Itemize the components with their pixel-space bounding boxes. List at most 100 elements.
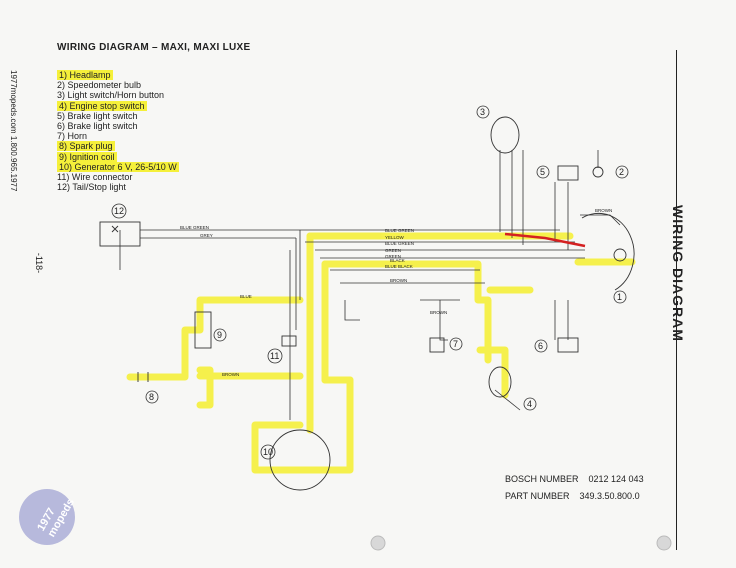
component-number-7: 7	[453, 339, 458, 349]
wire-label: YELLOW	[385, 235, 405, 240]
wire	[439, 300, 448, 341]
wire-label: BROWN	[595, 208, 612, 213]
bosch-label: BOSCH NUMBER	[505, 474, 579, 484]
headlamp-bulb	[613, 248, 627, 262]
brake-switch-5	[557, 165, 579, 181]
number-circle	[523, 397, 537, 411]
wire-label: BLUE BLACK	[385, 264, 413, 269]
legend-item: 4) Engine stop switch	[57, 100, 179, 111]
number-circle	[534, 339, 548, 353]
ignition-coil-body	[194, 311, 212, 349]
watermark-logo: 1977 mopeds	[19, 489, 77, 545]
component-number-1: 1	[617, 292, 622, 302]
tail-light-bulb	[111, 225, 119, 233]
legend-item-label: 5) Brake light switch	[57, 110, 138, 121]
component-number-3: 3	[480, 107, 485, 117]
legend-item-label: 4) Engine stop switch	[57, 100, 147, 111]
spark-plug	[137, 372, 149, 382]
component-number-5: 5	[540, 167, 545, 177]
bosch-number: BOSCH NUMBER 0212 124 043	[505, 474, 644, 484]
number-circle	[476, 105, 490, 119]
red-trace	[504, 232, 586, 248]
legend-item-label: 8) Spark plug	[57, 141, 115, 152]
legend-item-label: 12) Tail/Stop light	[57, 182, 126, 193]
wire-label: BLUE GREEN	[180, 225, 209, 230]
number-circle	[111, 203, 127, 219]
part-value: 349.3.50.800.0	[579, 491, 640, 501]
legend-item-label: 1) Headlamp	[57, 70, 113, 80]
light-switch-body	[490, 116, 520, 154]
component-number-8: 8	[149, 392, 154, 402]
number-circle	[615, 165, 629, 179]
component-numbers: 1 2 3 4 5 6 7 8 9 10 11 12	[111, 105, 629, 460]
highlight-trace	[126, 296, 304, 381]
part-label: PART NUMBER	[505, 491, 570, 501]
legend-item: 3) Light switch/Horn button	[57, 90, 179, 100]
wire-label: BLUE GREEN	[385, 241, 414, 246]
wire	[494, 389, 521, 411]
highlight-traces	[126, 232, 636, 474]
component-legend: 1) Headlamp 2) Speedometer bulb 3) Light…	[57, 70, 179, 192]
legend-item-label: 7) Horn	[57, 131, 88, 142]
legend-item: 2) Speedometer bulb	[57, 80, 179, 90]
wire-label: BROWN	[222, 372, 239, 377]
component-number-6: 6	[538, 341, 543, 351]
wire	[580, 214, 621, 226]
legend-item-label: 11) Wire connector	[57, 172, 133, 183]
wire-label: BROWN	[430, 310, 447, 315]
number-circle	[213, 328, 227, 342]
component-number-2: 2	[619, 167, 624, 177]
tail-light-body	[99, 221, 141, 247]
engine-stop-switch	[488, 366, 512, 398]
legend-item: 7) Horn	[57, 131, 179, 141]
number-circle	[536, 165, 550, 179]
legend-item: 12) Tail/Stop light	[57, 182, 179, 192]
component-number-12: 12	[114, 206, 124, 216]
component-number-11: 11	[270, 351, 279, 361]
legend-item: 6) Brake light switch	[57, 121, 179, 131]
bosch-value: 0212 124 043	[588, 474, 644, 484]
brake-switch-6	[557, 337, 579, 353]
legend-item: 5) Brake light switch	[57, 111, 179, 121]
wire-label: GREEN	[385, 254, 401, 259]
highlight-trace	[476, 346, 509, 399]
wire-connector	[281, 335, 297, 347]
component-number-10: 10	[263, 447, 273, 457]
legend-item-label: 6) Brake light switch	[57, 121, 138, 132]
punch-hole	[370, 535, 386, 551]
wire-label: GREEN	[385, 248, 401, 253]
speedometer-bulb	[592, 166, 604, 178]
number-circle	[613, 290, 627, 304]
part-number: PART NUMBER 349.3.50.800.0	[505, 491, 640, 501]
wire-label: BLUE GREEN	[385, 228, 414, 233]
wire-label: GREY	[200, 233, 213, 238]
headlamp-reflector	[581, 212, 635, 291]
number-circle	[260, 444, 276, 460]
punch-hole	[656, 535, 672, 551]
highlight-trace	[196, 366, 214, 409]
component-number-9: 9	[217, 330, 222, 340]
legend-item: 10) Generator 6 V, 26-5/10 W	[57, 161, 179, 172]
horn-body	[429, 337, 445, 353]
wires	[119, 150, 621, 420]
wire	[344, 300, 360, 321]
legend-item-label: 2) Speedometer bulb	[57, 80, 142, 91]
wire-label: BLUE	[240, 294, 252, 299]
highlight-trace	[251, 376, 354, 474]
legend-item: 1) Headlamp	[57, 70, 179, 80]
legend-item: 11) Wire connector	[57, 172, 179, 182]
wire-labels: BLUE GREEN GREY BLUE GREEN YELLOW BLUE G…	[180, 208, 612, 377]
legend-item-label: 9) Ignition coil	[57, 151, 117, 162]
legend-item: 9) Ignition coil	[57, 151, 179, 162]
component-number-4: 4	[527, 399, 532, 409]
generator-body	[269, 429, 331, 491]
number-circle	[449, 337, 463, 351]
margin-rule	[676, 50, 677, 550]
legend-item: 8) Spark plug	[57, 141, 179, 152]
legend-item-label: 10) Generator 6 V, 26-5/10 W	[57, 161, 179, 172]
legend-item-label: 3) Light switch/Horn button	[57, 90, 165, 101]
components	[99, 116, 635, 491]
number-circle	[267, 348, 283, 364]
wire-label: BROWN	[390, 278, 407, 283]
